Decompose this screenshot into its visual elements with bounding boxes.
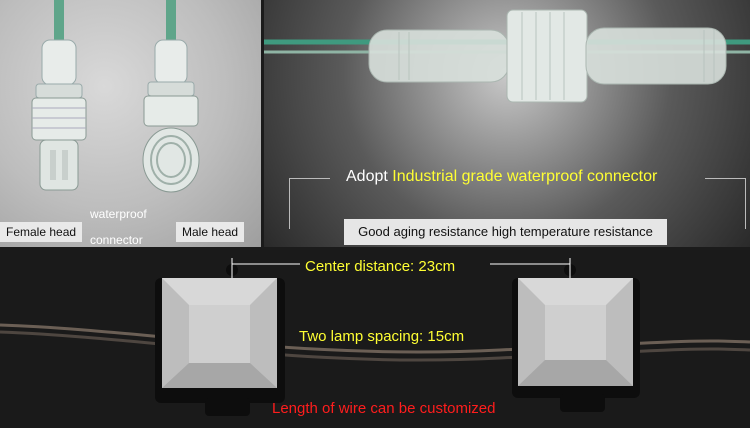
lamp-left: [155, 264, 285, 416]
joined-connector-illustration: [264, 9, 750, 103]
wire-2: [0, 330, 750, 362]
female-cable: [54, 0, 64, 50]
center-distance-label: Center distance: 23cm: [305, 258, 456, 275]
connector-pair-illustration: [31, 0, 200, 193]
joined-connector: [368, 9, 727, 103]
connected-connector-panel: [264, 0, 750, 247]
lamp-right: [512, 264, 640, 412]
spec-banner: Good aging resistance high temperature r…: [344, 219, 667, 245]
male-connector: [142, 39, 200, 193]
headline-highlight: Industrial grade waterproof connector: [392, 168, 658, 185]
wire-length-note: Length of wire can be customized: [272, 400, 496, 417]
bracket-left: [289, 178, 330, 229]
waterproof-connector-label: waterproof connector: [90, 206, 147, 247]
waterproof-label-line2: connector: [90, 233, 143, 247]
lamp-spacing-label: Two lamp spacing: 15cm: [299, 328, 465, 345]
headline-prefix: Adopt: [346, 168, 393, 185]
female-connector: [31, 39, 87, 191]
connector-photo-panel: Female head Male head waterproof connect…: [0, 0, 261, 247]
wire-1: [0, 323, 750, 354]
bracket-right: [705, 178, 746, 229]
lamp-strip-panel: Center distance: 23cm Two lamp spacing: …: [0, 250, 750, 428]
headline: Adopt Industrial grade waterproof connec…: [346, 168, 657, 186]
male-cable: [166, 0, 176, 48]
lamp-strip-illustration: [0, 258, 750, 416]
waterproof-label-line1: waterproof: [90, 207, 147, 221]
male-head-label: Male head: [176, 222, 245, 242]
female-head-label: Female head: [0, 222, 83, 242]
